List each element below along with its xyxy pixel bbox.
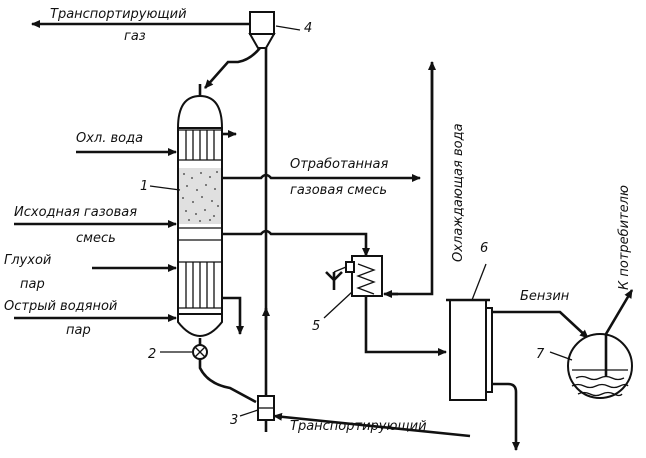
- return-line: [204, 47, 261, 89]
- label-live-steam-2: пар: [66, 323, 91, 338]
- number-3: 3: [230, 413, 238, 428]
- to-consumer-line: [604, 289, 634, 376]
- transport-gas-in-line: [273, 412, 471, 438]
- label-transport-gas-top-1: Транспортирующий: [50, 7, 187, 22]
- label-feed-gas-2: смесь: [76, 231, 116, 246]
- adsorption-column: [176, 84, 224, 337]
- condensate-drain-line: [222, 296, 244, 335]
- gasoline-line: [492, 310, 589, 339]
- adsorbent-bed: [179, 168, 221, 224]
- number-7: 7: [536, 347, 545, 362]
- condensate-to-separator-line: [364, 296, 447, 356]
- cyclone-cone: [248, 33, 276, 49]
- label-dry-steam-2: пар: [20, 277, 45, 292]
- valve-2: [192, 344, 208, 360]
- separator-6: [446, 298, 493, 401]
- column-top-cap: [176, 94, 224, 129]
- ejector-3: [257, 395, 275, 432]
- lower-tube-bundle: [185, 262, 215, 308]
- label-feed-gas-1: Исходная газовая: [14, 205, 137, 220]
- valve-to-ejector-line: [198, 359, 257, 404]
- receiver-tank-7: [567, 333, 633, 399]
- number-4: 4: [304, 21, 312, 36]
- number-5: 5: [312, 319, 320, 334]
- label-live-steam-1: Острый водяной: [4, 299, 117, 314]
- vapor-to-condenser-line: [222, 229, 370, 257]
- water-drain-line: [492, 382, 520, 451]
- cyclone-body: [249, 11, 275, 35]
- condenser-vent-icon: [325, 266, 347, 290]
- condenser-5: [345, 255, 383, 297]
- upper-tube-bundle: [185, 130, 215, 160]
- number-6: 6: [480, 241, 488, 256]
- label-gasoline: Бензин: [520, 289, 570, 304]
- adsorbent-dots: [182, 171, 219, 222]
- spent-gas-line: [222, 173, 421, 182]
- label-spent-gas-2: газовая смесь: [290, 183, 387, 198]
- label-spent-gas-1: Отработанная: [290, 157, 388, 172]
- label-transport-bottom: Транспортирующий: [290, 419, 427, 434]
- label-cooling-water-in: Охл. вода: [76, 131, 143, 146]
- label-cooling-water-out: Охлаждающая вода: [451, 123, 466, 262]
- column-bottom-cone: [177, 313, 223, 337]
- number-1: 1: [140, 179, 148, 194]
- condenser-water-line: [390, 68, 434, 296]
- number-2: 2: [148, 347, 156, 362]
- label-to-consumer: К потребителю: [617, 185, 632, 290]
- label-transport-gas-top-2: газ: [124, 29, 146, 44]
- label-dry-steam-1: Глухой: [4, 253, 51, 268]
